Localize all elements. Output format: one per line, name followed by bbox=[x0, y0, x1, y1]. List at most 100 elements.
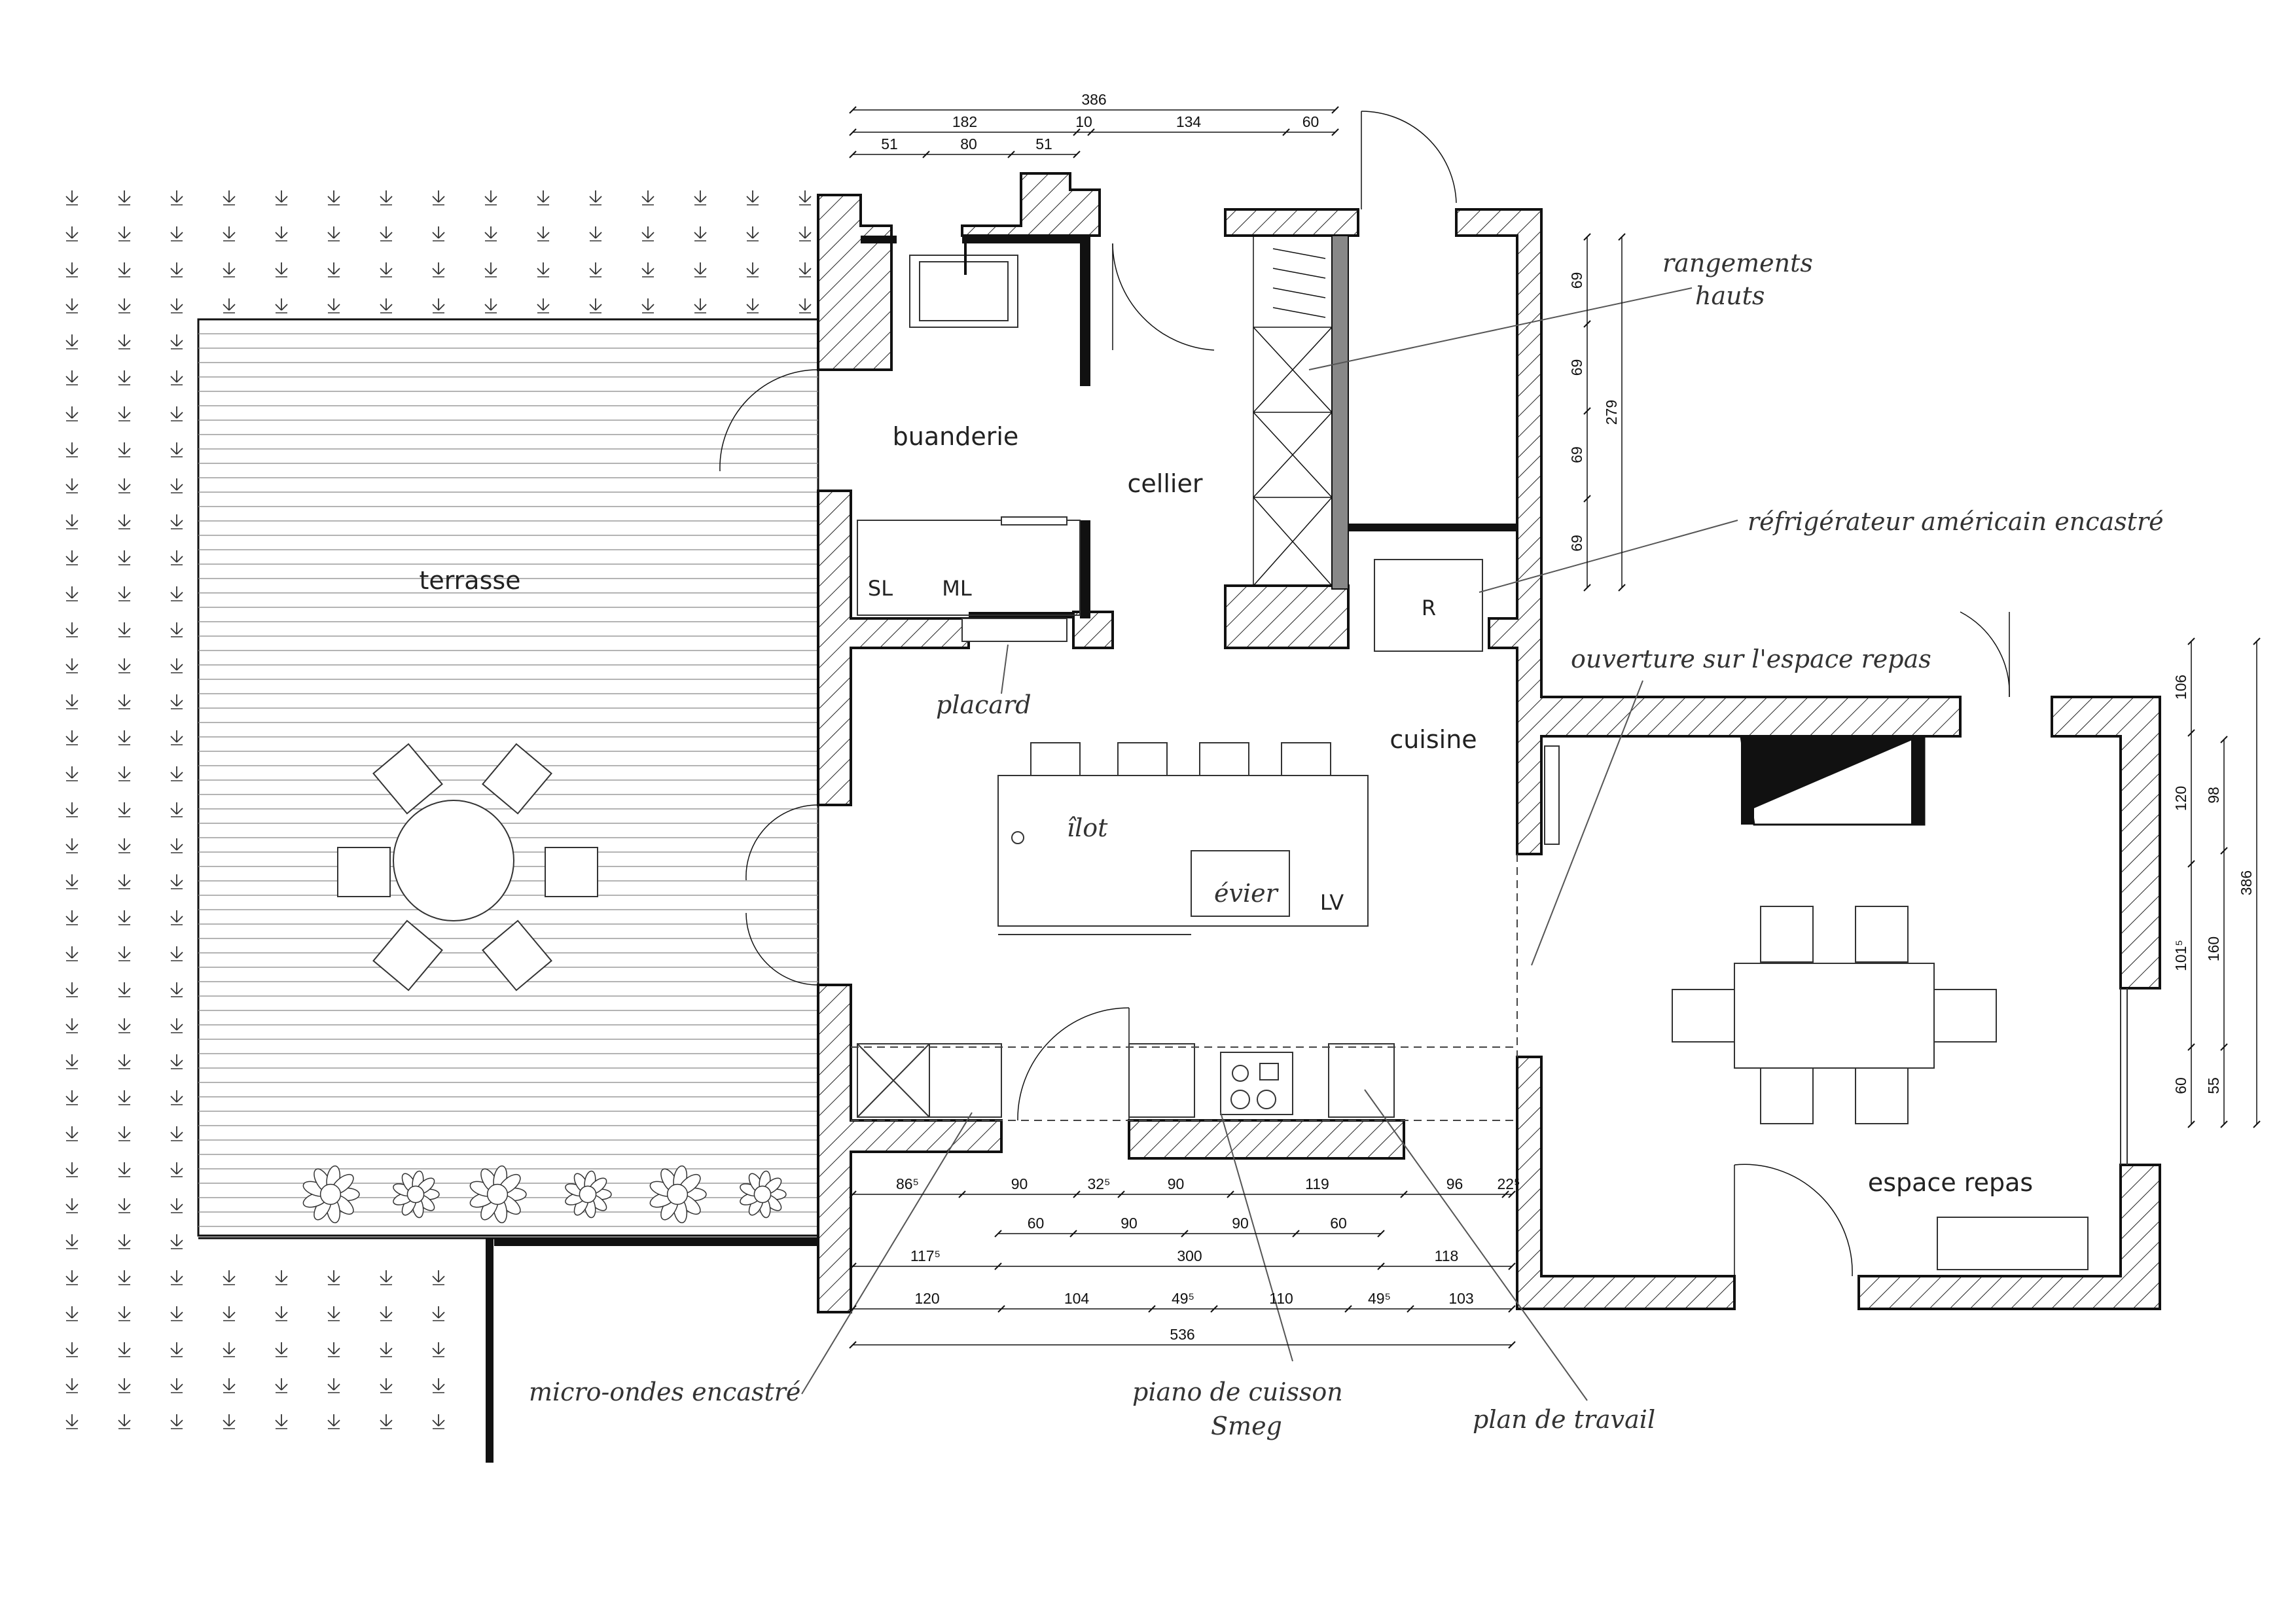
dimension-tick bbox=[1377, 1262, 1385, 1270]
grass-tick bbox=[380, 1414, 393, 1429]
grass-tick bbox=[746, 262, 759, 277]
grass-tick bbox=[170, 442, 183, 457]
grass-tick bbox=[380, 1306, 393, 1321]
grass-tick bbox=[484, 226, 497, 241]
grass-tick bbox=[223, 262, 236, 277]
grass-tick bbox=[65, 946, 79, 961]
grass-tick bbox=[65, 1090, 79, 1105]
dimension-label: 49⁵ bbox=[1172, 1290, 1194, 1307]
grass-tick bbox=[432, 1414, 445, 1429]
dimension-tick bbox=[1344, 1305, 1352, 1313]
grass-tick bbox=[223, 1378, 236, 1393]
grass-tick bbox=[641, 226, 655, 241]
grass-tick bbox=[118, 622, 131, 637]
grass-tick bbox=[275, 226, 288, 241]
grass-tick bbox=[118, 1270, 131, 1285]
dimension-tick bbox=[2187, 860, 2195, 868]
equipment-labels: SL ML R LV bbox=[868, 576, 1436, 915]
grass-tick bbox=[65, 694, 79, 709]
grass-tick bbox=[170, 262, 183, 277]
grass-tick bbox=[65, 190, 79, 205]
grass-tick bbox=[118, 802, 131, 817]
dimension-label: 118 bbox=[1435, 1247, 1459, 1264]
grass-tick bbox=[118, 406, 131, 421]
dimension-label: 90 bbox=[1232, 1215, 1249, 1232]
grass-tick bbox=[327, 262, 340, 277]
grass-tick bbox=[694, 298, 707, 313]
terrace-boundary bbox=[198, 1237, 818, 1463]
grass-tick bbox=[432, 190, 445, 205]
dimension-tick bbox=[997, 1305, 1005, 1313]
grass-tick bbox=[746, 298, 759, 313]
grass-tick bbox=[380, 1342, 393, 1357]
dimension-label: 98 bbox=[2205, 787, 2222, 804]
dimension-label: 10 bbox=[1075, 113, 1092, 130]
grass-tick bbox=[65, 874, 79, 889]
grass-tick bbox=[641, 298, 655, 313]
grass-tick bbox=[694, 190, 707, 205]
dimension-label: 69 bbox=[1568, 272, 1585, 289]
grass-tick bbox=[170, 1234, 183, 1249]
dimension-label: 120 bbox=[2172, 786, 2189, 811]
dimension-tick bbox=[1292, 1230, 1300, 1238]
dimension-label: 69 bbox=[1568, 359, 1585, 376]
room-espace-repas: espace repas bbox=[1868, 1168, 2033, 1197]
dimension-tick bbox=[1618, 584, 1626, 592]
dimension-label: 55 bbox=[2205, 1077, 2222, 1094]
grass-tick bbox=[327, 1378, 340, 1393]
grass-tick bbox=[170, 802, 183, 817]
dimension-label: 51 bbox=[1035, 135, 1052, 152]
grass-tick bbox=[65, 838, 79, 853]
grass-tick bbox=[327, 1306, 340, 1321]
note-ouverture: ouverture sur l'espace repas bbox=[1571, 645, 1931, 673]
grass-tick bbox=[432, 1342, 445, 1357]
grass-tick bbox=[170, 478, 183, 493]
grass-tick bbox=[798, 190, 812, 205]
grass-tick bbox=[484, 190, 497, 205]
grass-tick bbox=[275, 298, 288, 313]
grass-tick bbox=[746, 226, 759, 241]
grass-tick bbox=[798, 262, 812, 277]
dimension-tick bbox=[849, 1262, 857, 1270]
dimension-tick bbox=[1377, 1230, 1385, 1238]
grass-tick bbox=[65, 982, 79, 997]
grass-tick bbox=[118, 1378, 131, 1393]
dimension-label: 279 bbox=[1603, 400, 1620, 425]
grass-tick bbox=[327, 226, 340, 241]
dimension-label: 80 bbox=[960, 135, 977, 152]
grass-tick bbox=[380, 190, 393, 205]
grass-tick bbox=[432, 226, 445, 241]
dimension-label: 104 bbox=[1064, 1290, 1090, 1307]
dimension-tick bbox=[1227, 1190, 1234, 1198]
grass-tick bbox=[65, 802, 79, 817]
dimension-tick bbox=[2220, 1043, 2228, 1051]
terrace-plants bbox=[302, 1165, 787, 1224]
grass-tick bbox=[223, 1414, 236, 1429]
grass-tick bbox=[327, 1342, 340, 1357]
grass-tick bbox=[118, 1342, 131, 1357]
grass-tick bbox=[118, 1162, 131, 1177]
dimension-tick bbox=[849, 1190, 857, 1198]
dimension-tick bbox=[2220, 1120, 2228, 1128]
grass-tick bbox=[694, 226, 707, 241]
grass-tick bbox=[327, 1270, 340, 1285]
grass-tick bbox=[170, 406, 183, 421]
grass-tick bbox=[170, 1414, 183, 1429]
dimension-label: 90 bbox=[1011, 1175, 1028, 1192]
grass-tick bbox=[537, 190, 550, 205]
grass-tick bbox=[275, 1270, 288, 1285]
grass-tick bbox=[118, 838, 131, 853]
annotations: rangements hauts réfrigérateur américain… bbox=[529, 249, 2164, 1440]
grass-tick bbox=[118, 550, 131, 565]
dimension-label: 60 bbox=[2172, 1077, 2189, 1094]
grass-tick bbox=[432, 1306, 445, 1321]
grass-tick bbox=[170, 226, 183, 241]
grass-tick bbox=[170, 1306, 183, 1321]
grass-tick bbox=[65, 262, 79, 277]
grass-tick bbox=[170, 370, 183, 385]
grass-tick bbox=[170, 1270, 183, 1285]
grass-tick bbox=[170, 694, 183, 709]
dimension-tick bbox=[1331, 106, 1339, 114]
dimension-tick bbox=[922, 151, 930, 158]
grass-tick bbox=[170, 550, 183, 565]
